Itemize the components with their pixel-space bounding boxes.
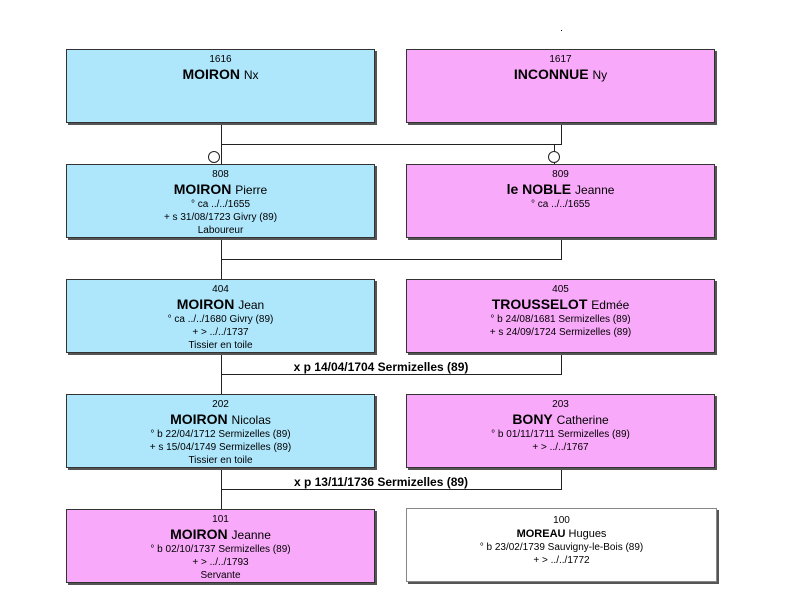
- given-name: Edmée: [591, 298, 630, 312]
- birth-info: ° b 02/10/1737 Sermizelles (89): [150, 544, 291, 555]
- birth-info: ° b 22/04/1712 Sermizelles (89): [150, 429, 291, 440]
- connector: [561, 353, 562, 375]
- occupation: Servante: [200, 570, 241, 581]
- connector: [561, 122, 562, 145]
- sosa-number: 101: [212, 514, 229, 525]
- birth-info: ° ca ../../1655: [530, 199, 591, 210]
- occupation: Tissier en toile: [188, 340, 253, 351]
- surname: MOIRON: [182, 66, 240, 82]
- birth-info: ° b 23/02/1739 Sauvigny-le-Bois (89): [479, 542, 644, 553]
- given-name: Jeanne: [575, 183, 615, 197]
- person-name: MOREAU Hugues: [407, 527, 716, 541]
- sosa-number: 808: [212, 169, 229, 180]
- surname: BONY: [512, 411, 553, 427]
- sosa-number: 203: [552, 399, 569, 410]
- surname: MOREAU: [516, 528, 566, 540]
- person-box-405[interactable]: 405 TROUSSELOT Edmée ° b 24/08/1681 Serm…: [406, 279, 715, 353]
- given-name: Ny: [592, 68, 608, 82]
- given-name: Nicolas: [231, 413, 271, 427]
- death-info: + s 31/08/1723 Givry (89): [163, 212, 278, 223]
- connector: [221, 374, 562, 375]
- sosa-number: 1616: [209, 54, 232, 65]
- death-info: + > ../../1737: [192, 327, 249, 338]
- death-info: + > ../../1767: [532, 442, 589, 453]
- person-box-203[interactable]: 203 BONY Catherine ° b 01/11/1711 Sermiz…: [406, 394, 715, 468]
- connector: [221, 122, 222, 165]
- birth-info: ° ca ../../1680 Givry (89): [167, 314, 274, 325]
- surname: le NOBLE: [506, 181, 572, 197]
- person-name: TROUSSELOT Edmée: [407, 296, 714, 313]
- person-box-101[interactable]: 101 MOIRON Jeanne ° b 02/10/1737 Sermize…: [66, 509, 375, 583]
- person-box-809[interactable]: 809 le NOBLE Jeanne ° ca ../../1655: [406, 164, 715, 238]
- sosa-number: 405: [552, 284, 569, 295]
- surname: MOIRON: [170, 411, 228, 427]
- person-name: MOIRON Pierre: [67, 181, 374, 198]
- marriage-label: x p 14/04/1704 Sermizelles (89): [293, 360, 469, 374]
- surname: TROUSSELOT: [491, 296, 588, 312]
- connector: [221, 144, 562, 145]
- surname: INCONNUE: [513, 66, 589, 82]
- person-box-202[interactable]: 202 MOIRON Nicolas ° b 22/04/1712 Sermiz…: [66, 394, 375, 468]
- person-name: MOIRON Nx: [67, 66, 374, 83]
- birth-info: ° b 01/11/1711 Sermizelles (89): [491, 429, 630, 440]
- male-marker-icon: [208, 151, 220, 163]
- person-box-1617[interactable]: 1617 INCONNUE Ny: [406, 49, 715, 123]
- female-marker-icon: [548, 151, 560, 163]
- person-box-1616[interactable]: 1616 MOIRON Nx: [66, 49, 375, 123]
- given-name: Hugues: [568, 528, 607, 540]
- sosa-number: 404: [212, 284, 229, 295]
- given-name: Catherine: [556, 413, 609, 427]
- person-name: MOIRON Nicolas: [67, 411, 374, 428]
- given-name: Pierre: [235, 183, 268, 197]
- person-name: MOIRON Jean: [67, 296, 374, 313]
- sosa-number: 1617: [549, 54, 572, 65]
- sosa-number: 202: [212, 399, 229, 410]
- stray-dot: [561, 30, 562, 31]
- person-box-808[interactable]: 808 MOIRON Pierre ° ca ../../1655 + s 31…: [66, 164, 375, 238]
- person-box-404[interactable]: 404 MOIRON Jean ° ca ../../1680 Givry (8…: [66, 279, 375, 353]
- death-info: + > ../../1793: [192, 557, 249, 568]
- death-info: + s 24/09/1724 Sermizelles (89): [489, 327, 632, 338]
- given-name: Nx: [243, 68, 259, 82]
- occupation: Laboureur: [197, 225, 244, 236]
- surname: MOIRON: [176, 296, 235, 312]
- person-name: BONY Catherine: [407, 411, 714, 428]
- connector: [561, 238, 562, 260]
- death-info: + s 15/04/1749 Sermizelles (89): [149, 442, 292, 453]
- connector: [221, 259, 562, 260]
- connector: [561, 468, 562, 490]
- given-name: Jeanne: [231, 528, 271, 542]
- person-name: MOIRON Jeanne: [67, 526, 374, 543]
- birth-info: ° ca ../../1655: [190, 199, 251, 210]
- sosa-number: 809: [552, 169, 569, 180]
- connector: [221, 489, 562, 490]
- person-name: INCONNUE Ny: [407, 66, 714, 83]
- occupation: Tissier en toile: [188, 455, 253, 466]
- sosa-number: 100: [553, 515, 570, 526]
- person-name: le NOBLE Jeanne: [407, 181, 714, 198]
- given-name: Jean: [238, 298, 265, 312]
- marriage-label: x p 13/11/1736 Sermizelles (89): [293, 475, 469, 489]
- death-info: + > ../../1772: [533, 555, 590, 566]
- surname: MOIRON: [170, 526, 228, 542]
- birth-info: ° b 24/08/1681 Sermizelles (89): [490, 314, 631, 325]
- person-box-100[interactable]: 100 MOREAU Hugues ° b 23/02/1739 Sauvign…: [406, 508, 717, 582]
- surname: MOIRON: [173, 181, 232, 197]
